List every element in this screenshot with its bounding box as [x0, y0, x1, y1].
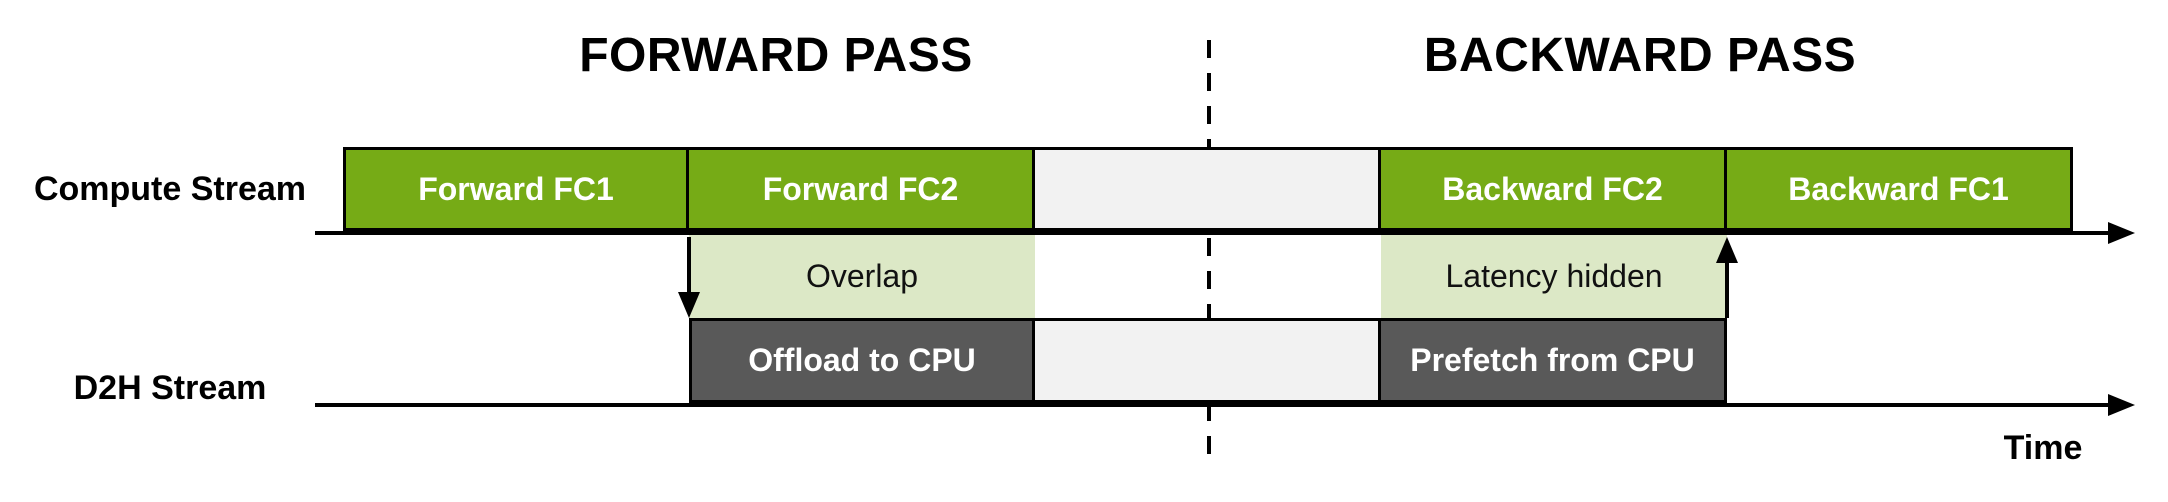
- compute-stream-label: Compute Stream: [33, 170, 307, 208]
- backward-pass-title: BACKWARD PASS: [1423, 29, 1857, 82]
- block-backward-fc2-label: Backward FC2: [1442, 170, 1663, 207]
- block-backward-fc1: Backward FC1: [1727, 147, 2073, 231]
- overlap-annotation-label: Overlap: [805, 258, 919, 294]
- overlap-annotation-box: Overlap: [689, 235, 1035, 318]
- block-forward-fc1-label: Forward FC1: [418, 170, 614, 207]
- compute-axis-arrowhead-icon: [2108, 222, 2135, 244]
- block-d2h-idle: [1035, 318, 1381, 403]
- compute-stream-axis: [315, 231, 2110, 235]
- offload-down-arrow-line: [687, 237, 691, 295]
- block-forward-fc2: Forward FC2: [689, 147, 1035, 231]
- block-prefetch-from-cpu-label: Prefetch from CPU: [1410, 342, 1695, 378]
- block-forward-fc2-label: Forward FC2: [762, 170, 959, 207]
- block-backward-fc2: Backward FC2: [1381, 147, 1727, 231]
- block-compute-idle: [1035, 147, 1381, 231]
- latency-hidden-annotation-box: Latency hidden: [1381, 235, 1727, 318]
- block-prefetch-from-cpu: Prefetch from CPU: [1381, 318, 1727, 403]
- block-forward-fc1: Forward FC1: [343, 147, 689, 231]
- d2h-axis-arrowhead-icon: [2108, 394, 2135, 416]
- prefetch-up-arrowhead-icon: [1716, 237, 1738, 263]
- block-backward-fc1-label: Backward FC1: [1788, 170, 2009, 207]
- latency-hidden-annotation-label: Latency hidden: [1445, 258, 1663, 294]
- prefetch-up-arrow-line: [1725, 260, 1729, 318]
- block-offload-to-cpu-label: Offload to CPU: [748, 342, 976, 378]
- d2h-stream-axis: [315, 403, 2110, 407]
- forward-pass-title: FORWARD PASS: [579, 29, 973, 82]
- time-axis-label: Time: [2003, 429, 2083, 467]
- offload-down-arrowhead-icon: [678, 292, 700, 318]
- d2h-stream-label: D2H Stream: [73, 369, 267, 407]
- block-offload-to-cpu: Offload to CPU: [689, 318, 1035, 403]
- pass-divider-dashed-line: [1207, 40, 1211, 468]
